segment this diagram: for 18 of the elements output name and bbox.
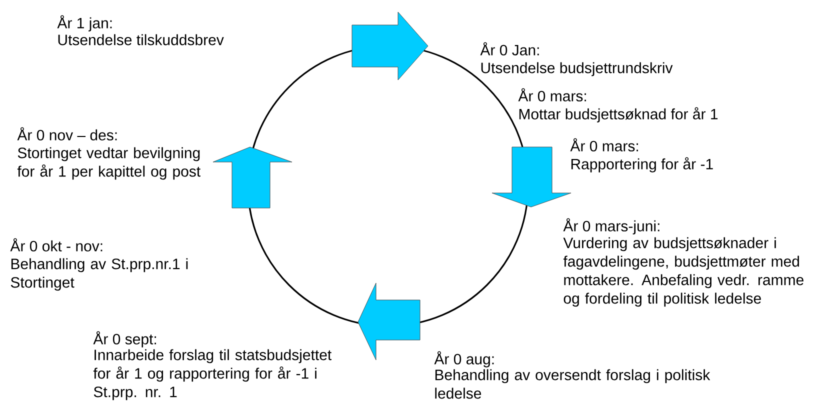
label-text: Utsendelse tilskuddsbrev — [58, 34, 224, 46]
label-text: Vurdering av budsjettsøknader i fagavdelingene, budsjettmøter med mottakere. Anbefaling vedr. ramme og fordeling til politisk ledelse — [563, 237, 804, 307]
label-text: Rapportering for år -1 — [571, 157, 713, 172]
label-text: År 0 mars: — [518, 88, 586, 102]
label-text: År 0 mars: — [570, 138, 638, 152]
label-text: Behandling av St.prp.nr.1 i Stortinget — [10, 258, 188, 291]
label-text: År 0 aug: — [434, 351, 494, 368]
label-text: Utsendelse budsjettrundskriv — [481, 62, 673, 76]
label-text: Innarbeide forslag til statsbudsjettet for år 1 og rapportering for år -1 i St.prp. nr. 1 — [93, 349, 332, 400]
label-text: Behandling av oversendt forslag i politisk ledelse — [435, 369, 710, 399]
label-text: År 0 mars-juni: — [563, 218, 660, 234]
label-text: Mottar budsjettsøknad for år 1 — [519, 107, 718, 122]
label-text: År 0 sept: — [93, 331, 156, 348]
label-text: Stortinget vedtar bevilgning for år 1 per kapittel og post — [17, 147, 200, 180]
label-text: År 0 Jan: — [480, 42, 539, 56]
label-text: År 0 okt - nov: — [10, 238, 102, 252]
label-text: År 0 nov – des: — [17, 127, 117, 140]
label-text: År 1 jan: — [57, 15, 112, 32]
